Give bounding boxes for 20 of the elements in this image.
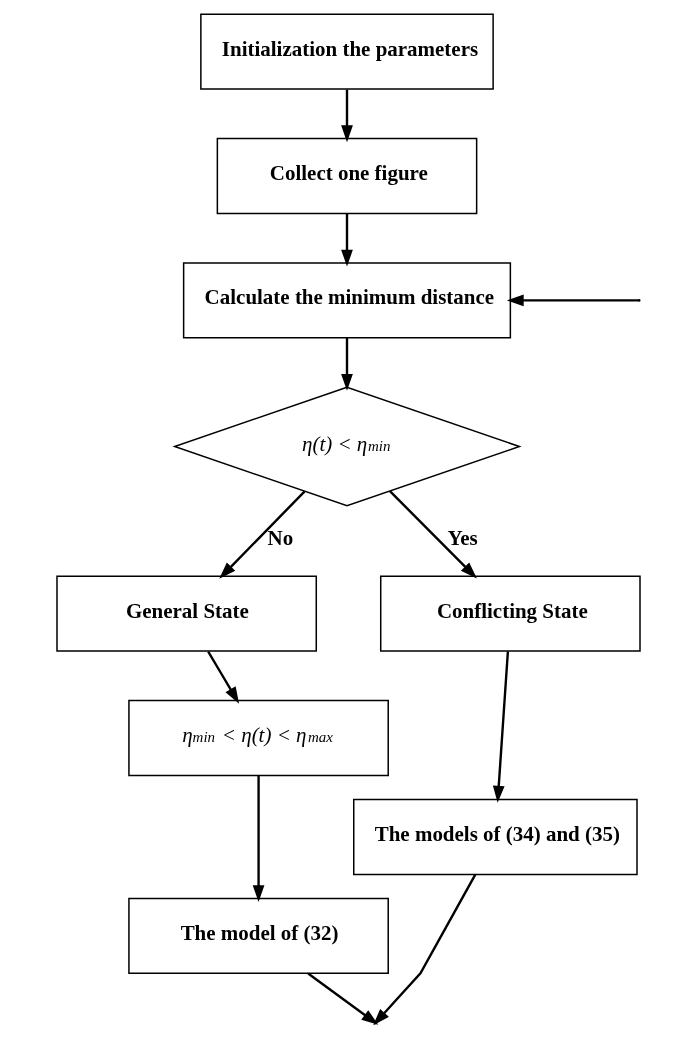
edge-label: Yes [446, 525, 478, 550]
arrow [252, 775, 264, 902]
node-diamond: η(t) < ηmin [171, 386, 522, 507]
arrow [388, 490, 477, 579]
edge-label: No [267, 525, 293, 550]
node-box: Conflicting State [379, 575, 641, 652]
arrow [206, 650, 239, 704]
node-box: Collect one figure [216, 137, 477, 215]
node-box: Calculate the minimum distance [182, 262, 511, 339]
arrow [340, 338, 353, 391]
node-box: ηmin < η(t) < ηmax [127, 699, 389, 777]
node-box: General State [55, 575, 317, 652]
arrow [218, 490, 305, 579]
node-box: The models of (34) and (35) [352, 798, 638, 876]
arrow [506, 294, 639, 307]
node-box: The model of (32) [127, 897, 389, 975]
node-box: Initialization the parameters [199, 13, 494, 90]
arrow [492, 651, 509, 803]
arrow [340, 213, 353, 267]
arrow [340, 89, 353, 143]
